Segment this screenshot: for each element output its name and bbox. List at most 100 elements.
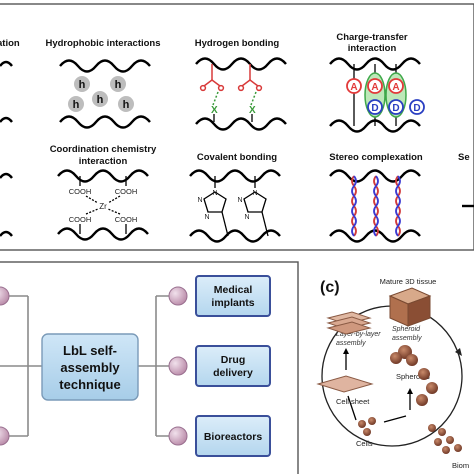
donor-bead: D [409,99,425,115]
title-charge-transfer-2: interaction [348,43,397,54]
arrowhead [343,348,349,354]
spheroids [416,368,438,406]
svg-text:N: N [204,214,209,221]
node-partial [0,426,10,446]
center-line-2: assembly [60,360,120,375]
title-charge-transfer-1: Charge-transfer [336,32,408,43]
coordination-illustration: COOH COOH COOH COOH Zr [57,169,149,241]
hydrogen-bonding-illustration: X X [195,57,287,131]
svg-text:N: N [244,214,249,221]
svg-text:D: D [413,103,420,114]
helix-pair [373,175,379,237]
svg-text:N: N [237,197,242,204]
arrowhead [407,388,413,394]
chain-coord-bottom [57,227,149,241]
title-partial-left: ation [0,38,20,49]
app-box-medical-implants [195,275,271,317]
stereo-complexation-illustration [329,169,421,243]
hbond-x-mark: X [249,105,256,116]
chain-partial-left-row2-bottom [0,230,13,237]
tree-connectors [0,295,176,437]
svg-text:N: N [197,197,202,204]
app-label-medical-2: implants [211,297,254,309]
title-stereo-complexation: Stereo complexation [329,152,423,163]
label-mature-tissue: Mature 3D tissue [380,277,437,286]
cooh-label: COOH [69,187,92,196]
hydrophobic-bead: h [74,76,90,92]
cooh-label: COOH [115,215,138,224]
chain-stereo-bottom [329,229,421,243]
top-panel-frame [0,3,474,251]
center-box [41,333,139,401]
triazole-ring: N N N [237,176,269,237]
center-line-1: LbL self- [63,343,117,358]
title-coordination-1: Coordination chemistry [50,144,157,155]
svg-text:N: N [252,190,257,197]
covalent-illustration: N N N N N N [189,169,281,243]
node-bioreactors [168,426,188,446]
top-panel: ation Hydrophobic interactions Hydrogen … [0,3,474,251]
arrow-to-sheet [347,395,357,421]
charge-transfer-illustration: A A A D D D [329,57,425,133]
cell-cluster [358,417,376,436]
chain-hydrophobic-top [59,59,151,73]
svg-text:D: D [371,103,378,114]
hbond-group-right [237,64,263,106]
title-hydrogen-bonding: Hydrogen bonding [195,38,280,49]
app-label-bioreactors: Bioreactors [204,431,263,443]
helix-pair [351,175,357,237]
app-box-bioreactors [195,415,271,457]
svg-text:A: A [392,82,399,93]
donor-bead: D [388,99,404,115]
biomaterial-cells [428,424,462,454]
chain-partial-left-bottom [0,116,13,123]
app-box-drug-delivery [195,345,271,387]
svg-text:D: D [392,103,399,114]
title-covalent-bonding: Covalent bonding [197,152,277,163]
chain-hbond-top [195,57,287,71]
label-cell-sheet: Cell sheet [336,397,370,406]
svg-text:h: h [123,99,130,111]
chain-cov-bottom [189,229,281,243]
chain-hbond-bottom [195,117,287,131]
mature-tissue-cube [388,287,432,327]
chain-cov-top [189,169,281,183]
cell-sheet [316,375,374,393]
helix-pair [395,175,401,237]
app-label-drug-1: Drug [221,354,246,366]
acceptor-bead: A [388,78,404,94]
bottom-left-panel: LbL self- assembly technique Medical imp… [0,261,299,474]
svg-text:A: A [350,82,357,93]
chain-stereo-top [329,169,421,183]
hydrophobic-bead: h [68,96,84,112]
svg-text:h: h [73,99,80,111]
panel-label-c: (c) [320,279,340,296]
svg-text:h: h [79,79,86,91]
hydrophobic-bead: h [92,91,108,107]
title-partial-right: Se [458,152,470,163]
layer-stack [326,311,372,335]
label-spheroid-1: Spheroid [392,326,421,333]
label-spheroid-2: assembly [392,335,422,342]
label-layer-1: Layer-by-layer [336,331,381,338]
label-layer-2: assembly [336,340,366,347]
app-label-medical-1: Medical [214,284,253,296]
acceptor-bead: A [367,78,383,94]
hydrophobic-bead: h [110,76,126,92]
node-partial [0,286,10,306]
hydrophobic-illustration: h h h h h [59,59,151,129]
arrow-to-spheroids [383,415,407,423]
cycle-arrowhead [455,348,462,356]
chain-partial-left-top [0,60,13,67]
title-hydrophobic: Hydrophobic interactions [45,38,160,49]
title-coordination-2: interaction [79,156,128,167]
cooh-label: COOH [69,215,92,224]
chain-partial-left-row2-top [0,172,13,179]
triazole-ring: N N N [197,176,229,237]
center-line-3: technique [59,377,120,392]
svg-text:h: h [115,79,122,91]
svg-text:A: A [371,82,378,93]
hbond-x-mark: X [211,105,218,116]
hydrophobic-bead: h [118,96,134,112]
